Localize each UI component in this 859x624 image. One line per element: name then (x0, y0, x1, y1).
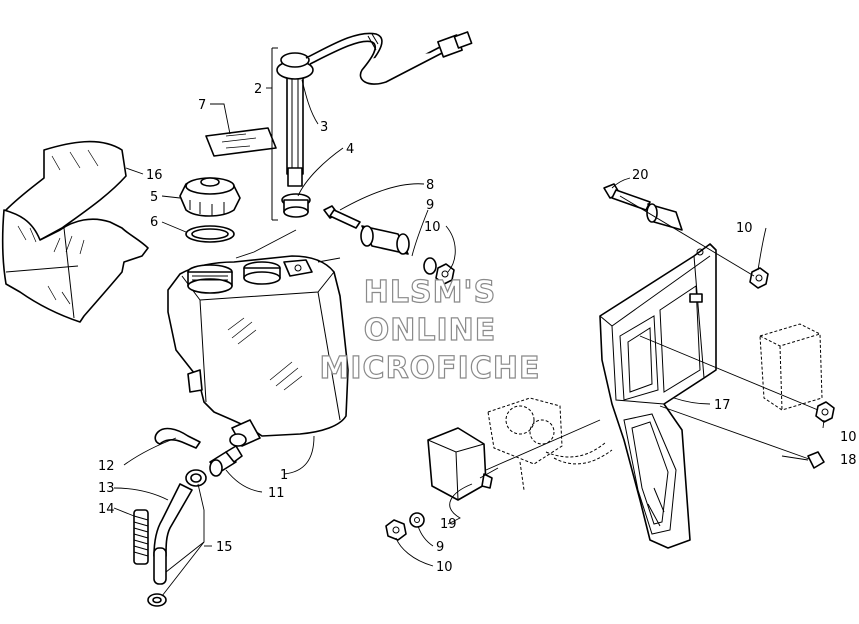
mounting-bracket (599, 243, 717, 549)
callout-20: 20 (632, 168, 649, 183)
callout-10: 10 (736, 221, 753, 236)
watermark: HLSM'S ONLINE MICROFICHE (319, 274, 541, 386)
callout-19: 19 (440, 517, 457, 532)
callout-12: 12 (98, 459, 115, 474)
callout-15: 15 (216, 540, 233, 555)
washer-nut-upper (423, 257, 455, 285)
callouts: 7 2 3 4 16 5 6 8 9 10 20 10 17 10 18 1 1… (98, 82, 857, 575)
fuel-fitting (209, 445, 243, 477)
callout-16: 16 (146, 168, 163, 183)
shield-panel (1, 140, 149, 323)
hose-spring (133, 509, 149, 565)
ghost-module (759, 323, 823, 411)
ghost-solenoid (487, 397, 613, 491)
callout-11: 11 (268, 486, 285, 501)
fuel-tank (167, 255, 349, 447)
callout-4: 4 (346, 142, 354, 157)
fuel-cap (179, 177, 241, 217)
cap-gasket (185, 225, 235, 243)
callout-10: 10 (436, 560, 453, 575)
bolt-8 (323, 205, 361, 229)
callout-13: 13 (98, 481, 115, 496)
hose-pieces-lower (147, 547, 167, 607)
callout-14: 14 (98, 502, 115, 517)
washer-nut-lower (385, 512, 425, 541)
callout-9: 9 (426, 198, 434, 213)
callout-3: 3 (320, 120, 328, 135)
spacer-sleeve (360, 225, 410, 255)
grommet (281, 193, 311, 218)
decal (205, 127, 277, 157)
watermark-line-2: ONLINE (364, 313, 497, 348)
callout-18: 18 (840, 453, 857, 468)
callout-9: 9 (436, 540, 444, 555)
callout-17: 17 (714, 398, 731, 413)
callout-2: 2 (254, 82, 262, 97)
screw-18 (781, 451, 825, 469)
nut-right-lower (815, 401, 835, 423)
callout-8: 8 (426, 178, 434, 193)
callout-5: 5 (150, 190, 158, 205)
watermark-line-3: MICROFICHE (320, 351, 541, 386)
hose-clamp-upper (185, 469, 207, 487)
leader-lines (113, 79, 825, 597)
fuel-sender (271, 31, 473, 221)
bolt-20 (603, 183, 683, 231)
electrical-module (427, 427, 493, 501)
callout-10: 10 (424, 220, 441, 235)
callout-10: 10 (840, 430, 857, 445)
nut-right-upper (749, 267, 769, 289)
callout-1: 1 (280, 468, 288, 483)
hose-clip (154, 427, 201, 449)
callout-7: 7 (198, 98, 206, 113)
watermark-line-1: HLSM'S (364, 275, 496, 310)
fuel-hose (153, 483, 193, 557)
callout-6: 6 (150, 215, 158, 230)
